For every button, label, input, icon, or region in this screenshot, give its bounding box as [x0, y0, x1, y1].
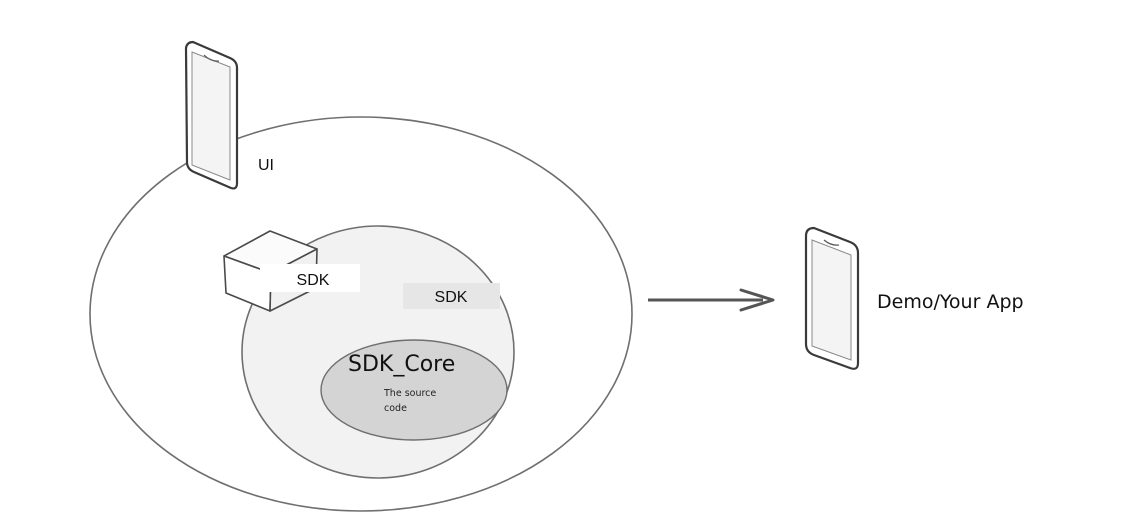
sdk-core-layer [320, 339, 508, 441]
sdk-core-subtitle-1: The source [383, 388, 436, 399]
arrow-right-icon [648, 288, 775, 312]
demo-app-label: Demo/Your App [877, 291, 1024, 313]
sdk-core-title: SDK_Core [348, 352, 455, 377]
sdk-box-label: SDK [297, 272, 330, 289]
sdk-core-subtitle-2: code [384, 403, 407, 414]
sdk-ring-label-bg [403, 283, 500, 309]
phone-icon [184, 40, 239, 190]
sdk-ring-label: SDK [435, 289, 468, 306]
phone-icon [804, 226, 860, 370]
ui-label: UI [258, 157, 274, 174]
sdk-box-label-bg [260, 264, 360, 292]
